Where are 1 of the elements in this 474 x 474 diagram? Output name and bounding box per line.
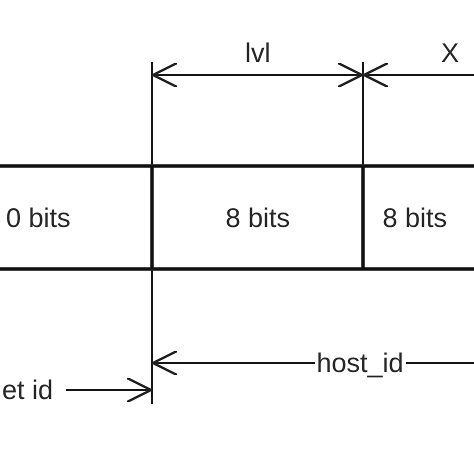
- dimension-label: host_id: [314, 350, 406, 377]
